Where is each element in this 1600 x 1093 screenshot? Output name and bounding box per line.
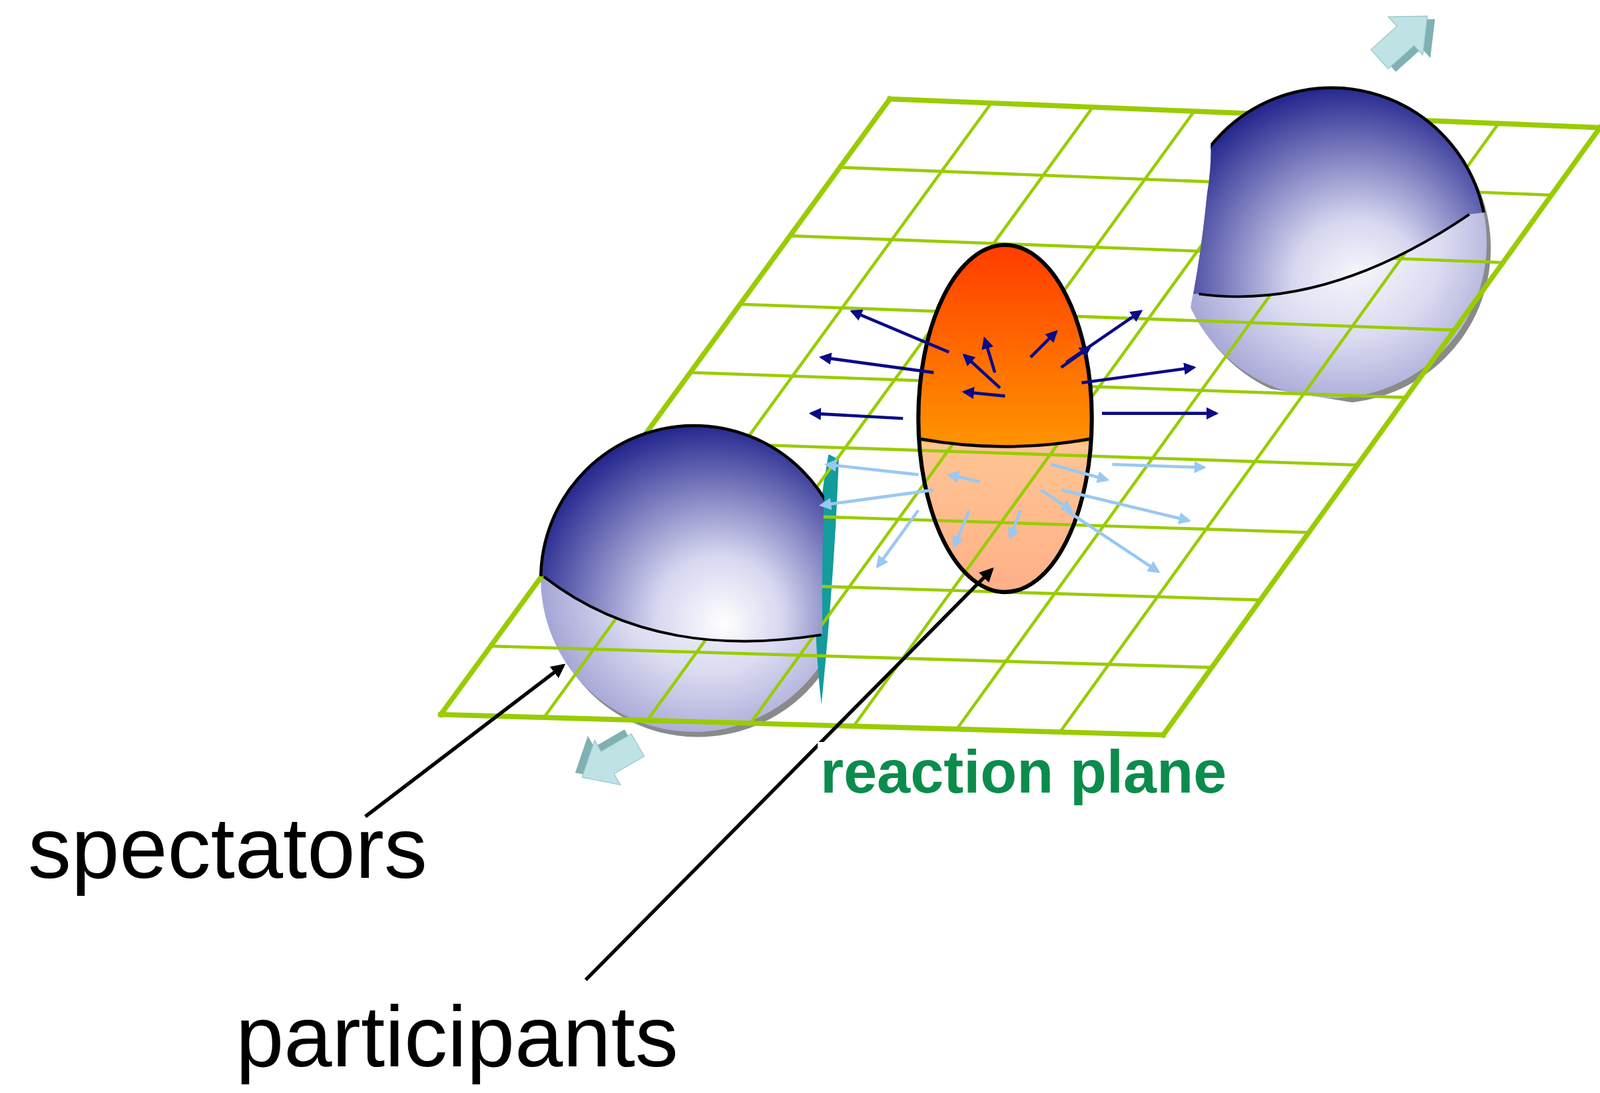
callout-label: spectators	[25, 804, 431, 891]
spectator-nucleus	[540, 425, 851, 737]
flow-arrow	[826, 464, 919, 475]
plane-label: reaction plane	[817, 741, 1230, 802]
flow-arrow	[1101, 411, 1217, 415]
flow-arrow	[877, 510, 919, 566]
spectator-nucleus	[540, 425, 847, 732]
flow-arrow	[852, 310, 950, 352]
flow-arrow	[810, 413, 903, 419]
motion-arrow	[1362, 0, 1453, 84]
motion-arrow	[562, 716, 652, 801]
grid-line	[490, 645, 1212, 668]
callout-label: participants	[233, 992, 682, 1080]
flow-arrow	[821, 356, 935, 373]
leader-line	[365, 665, 564, 817]
spectator-nucleus	[1176, 87, 1491, 404]
flow-arrow	[954, 510, 970, 546]
flow-arrows	[810, 310, 1216, 419]
flow-arrow	[948, 474, 980, 483]
grid-line	[440, 714, 1164, 736]
flow-arrow	[1030, 331, 1057, 357]
flow-arrow	[1040, 490, 1072, 511]
flow-arrows	[821, 464, 1205, 572]
flow-arrow	[964, 391, 1005, 396]
flow-arrow	[984, 338, 995, 373]
spectator-nucleus	[1176, 87, 1487, 399]
participant-zone	[918, 245, 1092, 592]
participant-zone	[918, 245, 1092, 592]
flow-arrow	[1061, 346, 1090, 368]
flow-arrow	[1050, 464, 1107, 480]
flow-arrow	[1066, 510, 1158, 572]
flow-arrow	[1010, 510, 1021, 538]
flow-arrow	[821, 490, 935, 506]
flow-arrow	[1061, 490, 1190, 521]
flow-arrow	[1111, 464, 1204, 468]
flow-arrow	[1081, 367, 1194, 383]
grid-line	[740, 304, 1455, 331]
